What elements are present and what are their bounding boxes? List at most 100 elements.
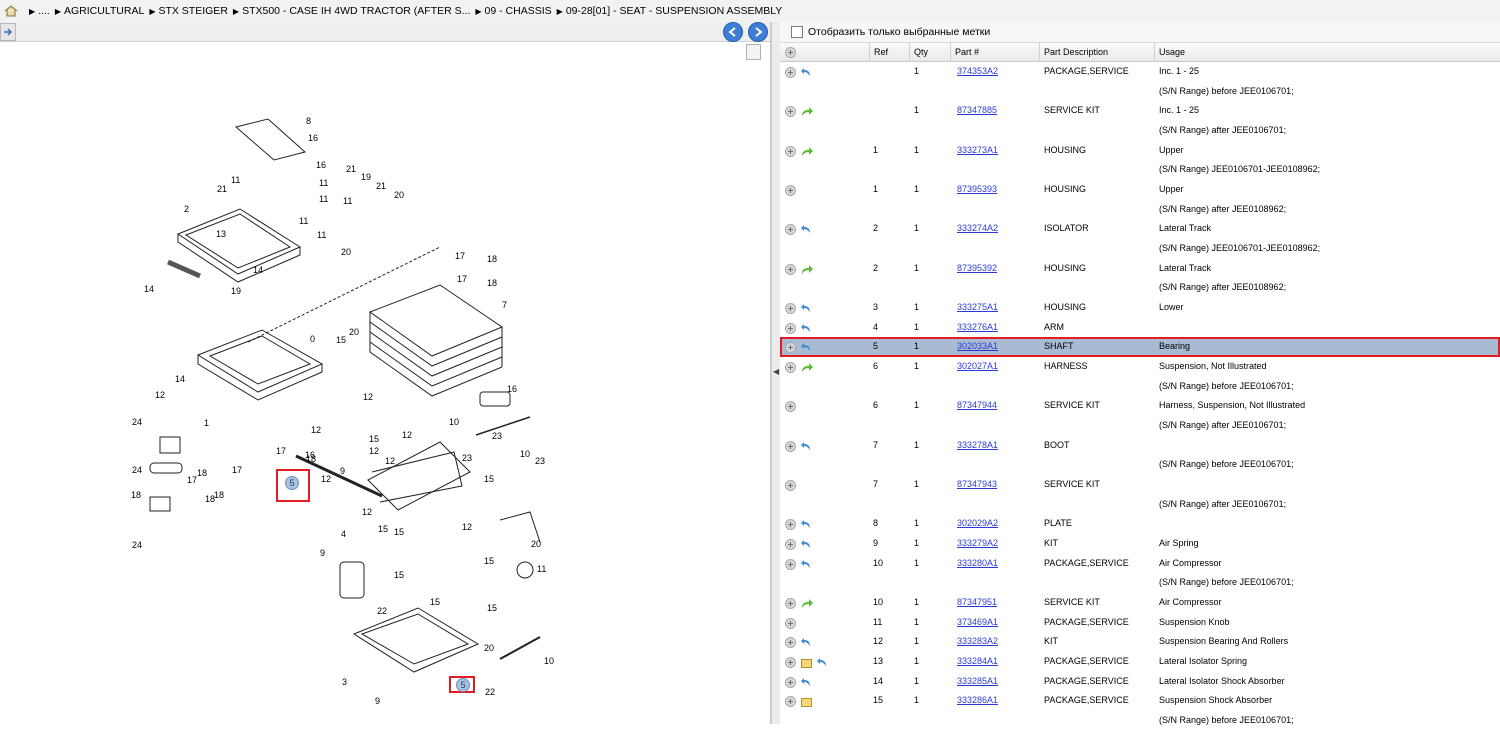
diagram-callout[interactable]: 23 [462, 453, 472, 463]
expand-row-icon[interactable] [785, 185, 796, 197]
diagram-callout[interactable]: 12 [363, 392, 373, 402]
diagram-callout[interactable]: 12 [311, 425, 321, 435]
diagram-callout[interactable]: 16 [316, 160, 326, 170]
diagram-callout[interactable]: 18 [487, 278, 497, 288]
table-row[interactable]: (S/N Range) after JEE0108962; [780, 200, 1500, 220]
fit-button[interactable] [746, 44, 761, 60]
expand-row-icon[interactable] [785, 480, 796, 492]
diagram-callout[interactable]: 20 [394, 190, 404, 200]
diagram-callout[interactable]: 19 [361, 172, 371, 182]
expand-row-icon[interactable] [785, 519, 796, 531]
diagram-callout[interactable]: 11 [343, 196, 352, 206]
breadcrumb-item[interactable]: 09-28[01] - SEAT - SUSPENSION ASSEMBLY [565, 5, 783, 17]
diagram-callout[interactable]: 12 [369, 446, 379, 456]
diagram-callout[interactable]: 15 [394, 527, 404, 537]
diagram-callout[interactable]: 11 [537, 564, 546, 574]
expand-row-icon[interactable] [785, 657, 796, 669]
expand-row-icon[interactable] [785, 362, 796, 374]
breadcrumb-item[interactable]: .... [38, 5, 50, 17]
diagram-callout[interactable]: 18 [197, 468, 207, 478]
part-number-link[interactable]: 333285A1 [957, 675, 999, 686]
part-number-link[interactable]: 333280A1 [957, 557, 999, 568]
expand-row-icon[interactable] [785, 401, 796, 413]
part-number-link[interactable]: 87347885 [957, 105, 998, 116]
expand-row-icon[interactable] [785, 676, 796, 688]
diagram-callout[interactable]: 11 [319, 178, 328, 188]
filter-checkbox[interactable] [791, 26, 803, 38]
diagram-callout[interactable]: 14 [253, 265, 263, 275]
part-number-link[interactable]: 87347951 [957, 597, 998, 608]
diagram-callout[interactable]: 23 [492, 431, 502, 441]
diagram-callout[interactable]: 18 [205, 494, 215, 504]
part-number-link[interactable]: 333275A1 [957, 302, 999, 313]
expand-row-icon[interactable] [785, 637, 796, 649]
diagram-callout[interactable]: 11 [299, 216, 308, 226]
export-button[interactable] [0, 23, 16, 41]
table-row[interactable]: (S/N Range) before JEE0106701; [780, 711, 1500, 731]
diagram-callout[interactable]: 17 [187, 475, 197, 485]
part-number-link[interactable]: 333286A1 [957, 695, 999, 706]
table-row[interactable]: (S/N Range) before JEE0106701; [780, 82, 1500, 102]
part-number-link[interactable]: 333278A1 [957, 439, 999, 450]
breadcrumb-item[interactable]: STX500 - CASE IH 4WD TRACTOR (AFTER S... [242, 5, 471, 17]
diagram-callout[interactable]: 15 [378, 524, 388, 534]
part-number-link[interactable]: 333279A2 [957, 538, 999, 549]
diagram-callout[interactable]: 22 [485, 687, 495, 697]
table-row[interactable]: (S/N Range) JEE0106701-JEE0108962; [780, 239, 1500, 259]
part-number-link[interactable]: 302029A2 [957, 518, 999, 529]
diagram-callout[interactable]: 9 [375, 696, 380, 706]
expand-row-icon[interactable] [785, 67, 796, 78]
diagram-callout[interactable]: 15 [336, 335, 346, 345]
diagram-callout[interactable]: 1 [204, 418, 209, 428]
diagram-callout[interactable]: 4 [341, 529, 346, 539]
diagram-callout[interactable]: 15 [484, 474, 494, 484]
col-qty[interactable]: Qty [909, 43, 950, 61]
diagram-callout[interactable]: 24 [132, 540, 142, 550]
table-row[interactable]: (S/N Range) after JEE0108962; [780, 278, 1500, 298]
diagram-callout[interactable]: 19 [231, 286, 241, 296]
diagram-callout[interactable]: 15 [394, 570, 404, 580]
diagram-callout[interactable]: 17 [457, 274, 467, 284]
diagram-callout[interactable]: 16 [305, 450, 315, 460]
diagram-callout[interactable]: 24 [132, 465, 142, 475]
expand-row-icon[interactable] [785, 322, 796, 334]
part-number-link[interactable]: 333276A1 [957, 321, 999, 332]
diagram-callout[interactable]: 17 [232, 465, 242, 475]
expand-row-icon[interactable] [785, 342, 796, 354]
part-number-link[interactable]: 87347943 [957, 479, 998, 490]
diagram-callout[interactable]: 10 [520, 449, 530, 459]
expand-row-icon[interactable] [785, 263, 796, 275]
part-number-link[interactable]: 333273A1 [957, 144, 999, 155]
part-number-link[interactable]: 374353A2 [957, 66, 999, 76]
diagram-callout[interactable]: 20 [341, 247, 351, 257]
diagram-callout[interactable]: 21 [217, 184, 227, 194]
part-number-link[interactable]: 302033A1 [957, 341, 999, 352]
table-row[interactable]: (S/N Range) before JEE0106701; [780, 573, 1500, 593]
diagram-callout[interactable]: 11 [317, 230, 326, 240]
diagram-callout[interactable]: 18 [214, 490, 224, 500]
table-row[interactable]: (S/N Range) after JEE0106701; [780, 495, 1500, 515]
expand-row-icon[interactable] [785, 617, 796, 629]
col-part[interactable]: Part # [950, 43, 1039, 61]
diagram-callout[interactable]: 12 [402, 430, 412, 440]
next-button[interactable] [748, 22, 768, 42]
expand-row-icon[interactable] [785, 106, 796, 118]
diagram-callout[interactable]: 15 [430, 597, 440, 607]
diagram-callout[interactable]: 7 [502, 300, 507, 310]
table-row[interactable]: (S/N Range) after JEE0106701; [780, 121, 1500, 141]
diagram-callout[interactable]: 21 [376, 181, 386, 191]
diagram-callout[interactable]: 18 [131, 490, 141, 500]
